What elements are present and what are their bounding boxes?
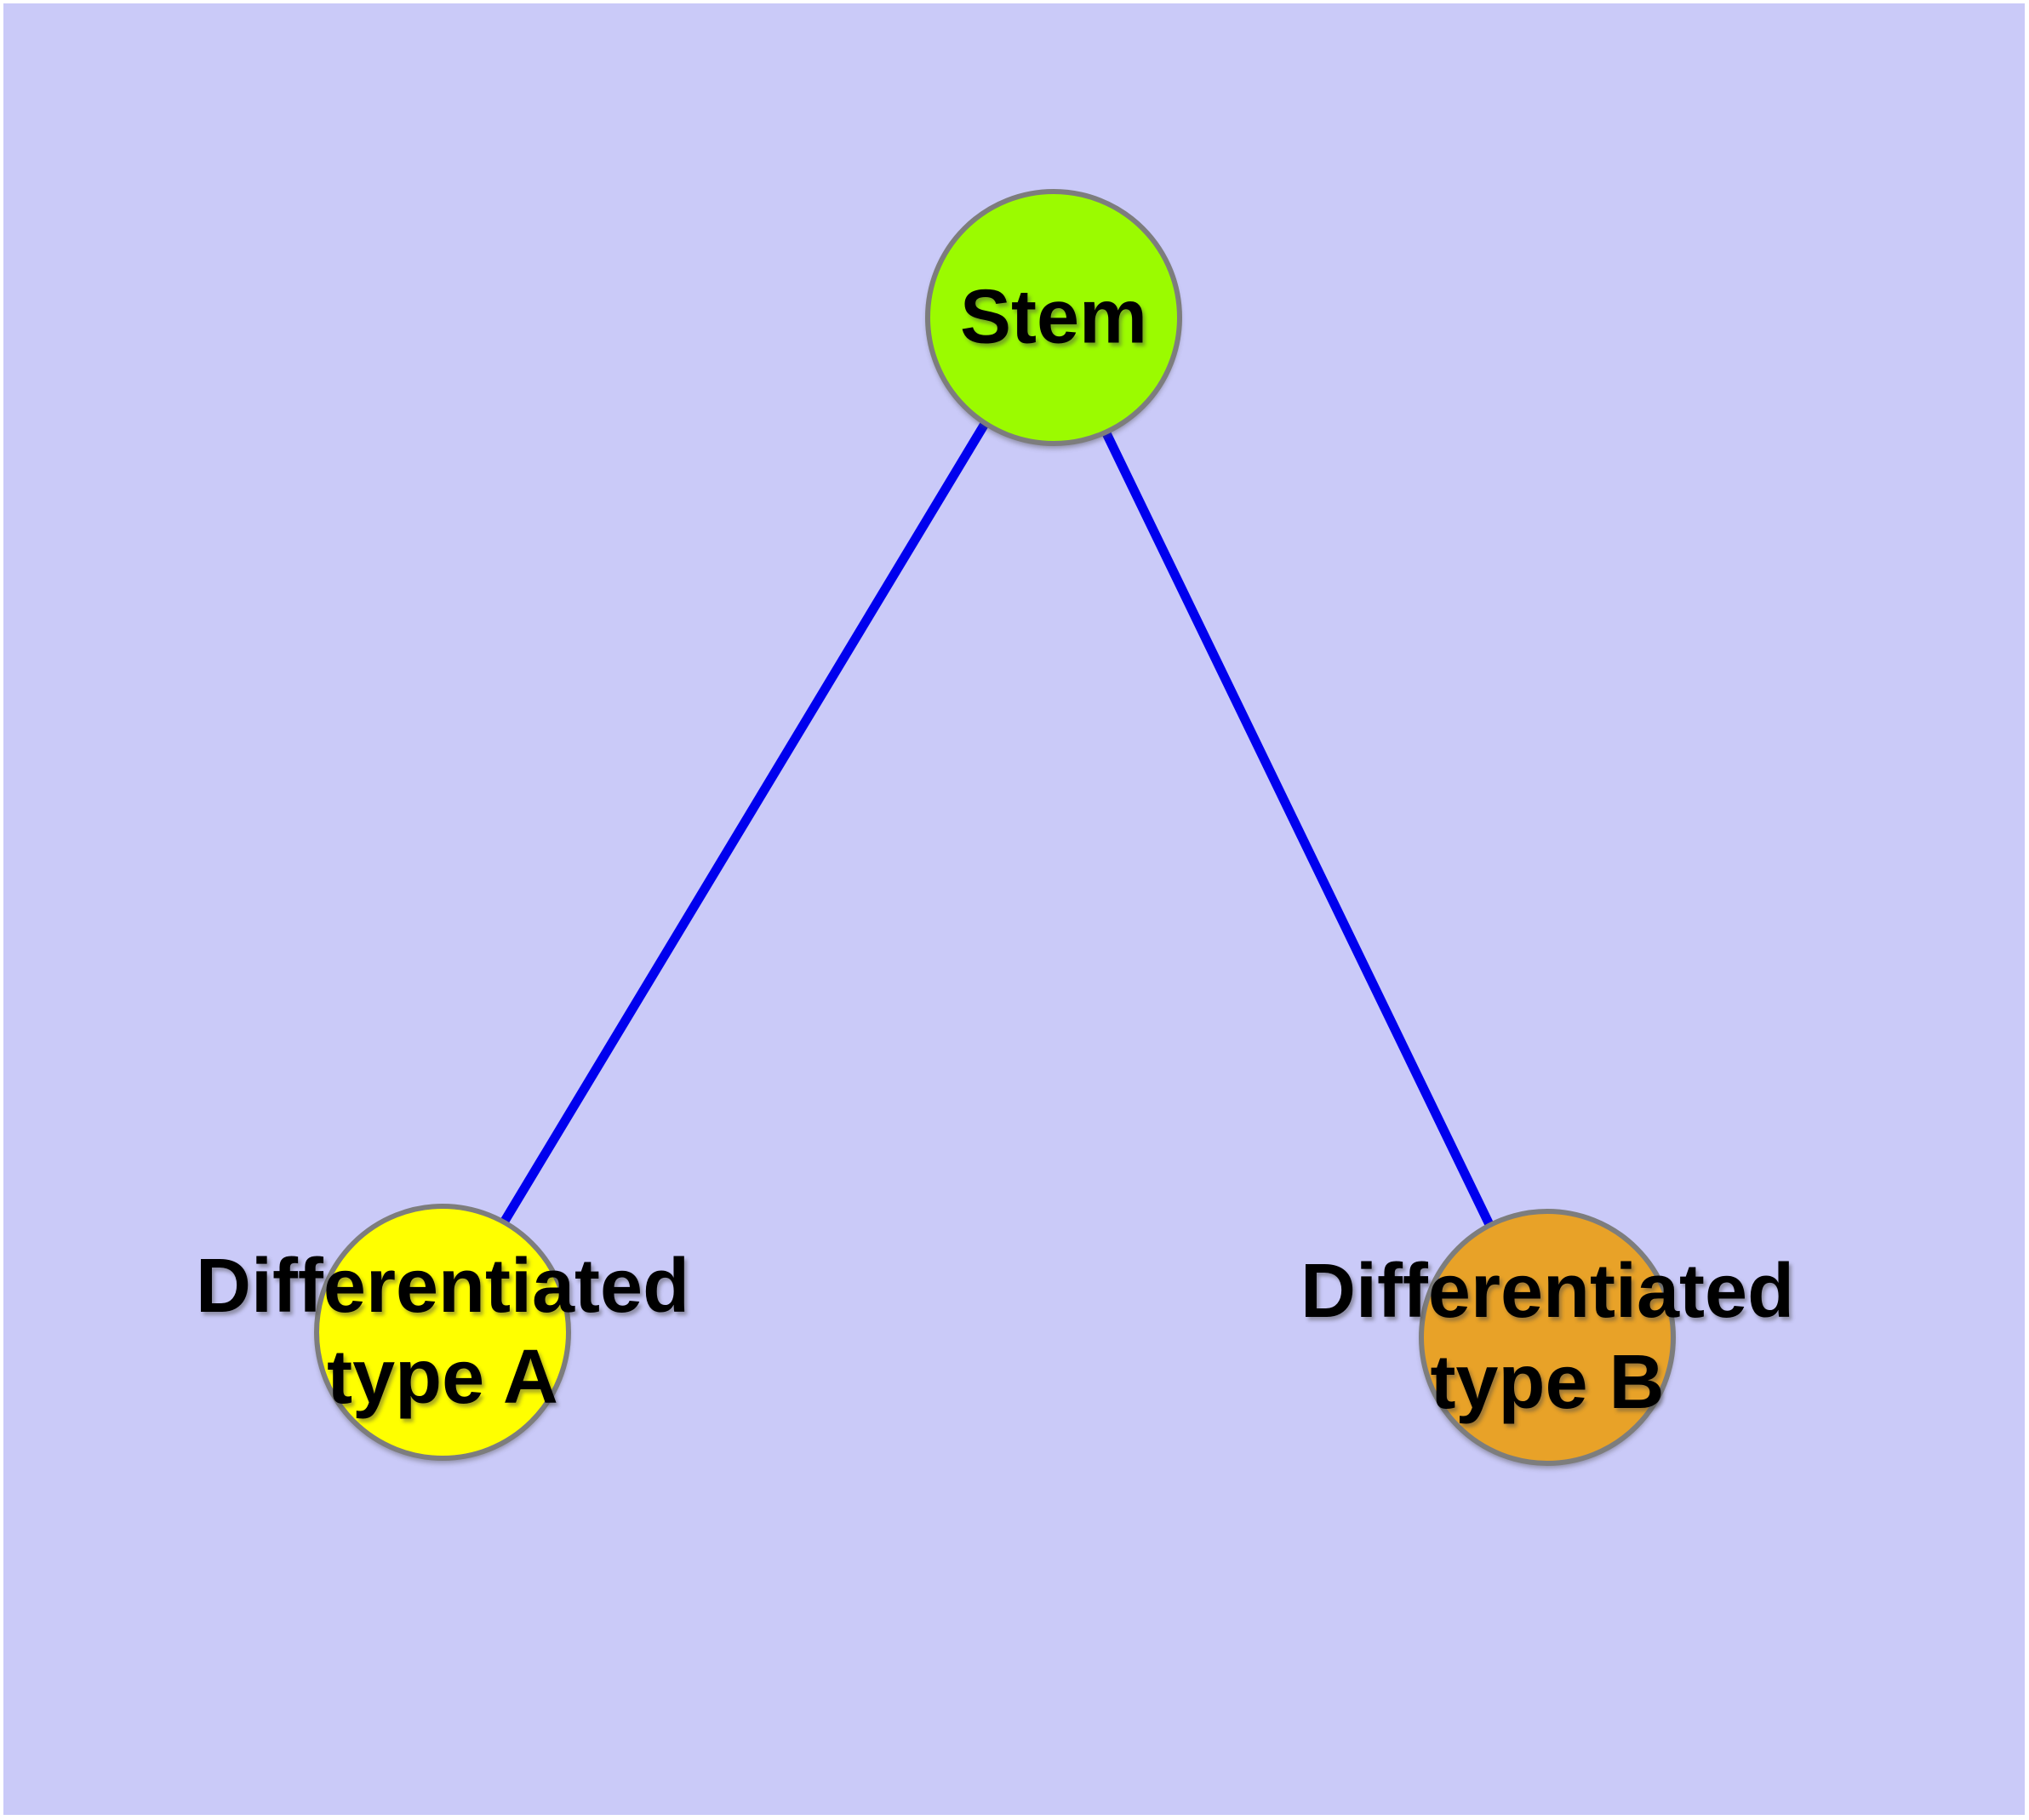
node-stem: Stem <box>925 189 1182 446</box>
node-differentiated-type-a: Differentiated type A <box>196 1204 689 1461</box>
node-differentiated-type-b: Differentiated type B <box>1300 1209 1794 1466</box>
edge-stem-to-typeB <box>1045 313 1546 1334</box>
label-line: Stem <box>959 274 1148 360</box>
edge-stem-to-typeA <box>437 313 1054 1329</box>
node-stem-label: Stem <box>960 272 1147 363</box>
diagram-background: Stem Differentiated type A Differentiate… <box>3 3 2025 1815</box>
edge-layer <box>437 313 1546 1334</box>
